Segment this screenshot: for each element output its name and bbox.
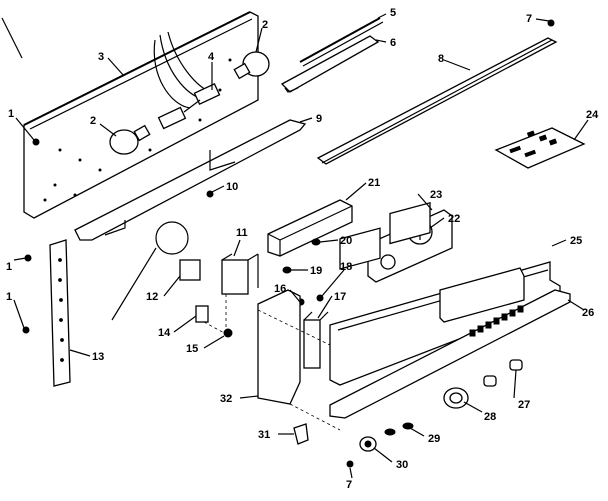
callout-13: 13 bbox=[92, 351, 104, 363]
callout-labels: 1 1 1 2 2 3 4 5 6 7 7 8 9 10 11 12 13 14… bbox=[6, 7, 599, 491]
callout-26: 26 bbox=[582, 307, 594, 319]
callout-17: 17 bbox=[334, 291, 346, 303]
callout-2a: 2 bbox=[90, 115, 96, 127]
callout-9: 9 bbox=[316, 113, 322, 125]
callout-22: 22 bbox=[448, 213, 460, 225]
callout-8: 8 bbox=[438, 53, 444, 65]
part-pushbuttons-27 bbox=[483, 359, 523, 387]
part-coil-wire bbox=[155, 221, 189, 255]
callout-12: 12 bbox=[146, 291, 158, 303]
callout-30: 30 bbox=[396, 459, 408, 471]
callout-6: 6 bbox=[390, 37, 396, 49]
callout-18: 18 bbox=[340, 261, 352, 273]
callout-11: 11 bbox=[236, 227, 248, 239]
part-screw-1a bbox=[32, 138, 40, 146]
callout-28: 28 bbox=[484, 411, 496, 423]
part-screw-1c bbox=[22, 326, 30, 334]
callout-15: 15 bbox=[186, 343, 198, 355]
callout-27: 27 bbox=[518, 399, 530, 411]
assembly-lines bbox=[203, 294, 341, 431]
part-faceplate bbox=[329, 201, 561, 386]
part-screw-18 bbox=[316, 294, 324, 302]
part-side-bracket bbox=[303, 311, 329, 369]
leader-lines bbox=[13, 13, 589, 479]
callout-1a: 1 bbox=[8, 108, 14, 120]
callout-5: 5 bbox=[390, 7, 396, 19]
part-control-rail bbox=[329, 289, 571, 419]
part-buttons-29 bbox=[384, 422, 414, 436]
part-transformer bbox=[179, 259, 201, 281]
part-probe-wire bbox=[111, 247, 157, 321]
corner-mark bbox=[1, 17, 23, 59]
part-side-panel bbox=[257, 289, 301, 405]
part-bulb-lower bbox=[109, 124, 151, 155]
callout-14: 14 bbox=[158, 327, 171, 339]
part-vertical-strip bbox=[49, 239, 71, 387]
part-label-card bbox=[494, 127, 586, 169]
callout-21: 21 bbox=[368, 177, 380, 189]
callout-10: 10 bbox=[226, 181, 238, 193]
part-clip-14 bbox=[195, 305, 209, 323]
part-back-panel bbox=[23, 11, 259, 219]
callout-2b: 2 bbox=[262, 19, 268, 31]
part-control-hood bbox=[267, 199, 353, 257]
part-screw-7b bbox=[346, 460, 354, 468]
part-shelf-bracket bbox=[74, 119, 307, 241]
part-channel bbox=[280, 35, 380, 93]
callout-25: 25 bbox=[570, 235, 582, 247]
part-knob-28 bbox=[443, 387, 469, 409]
callout-3: 3 bbox=[98, 51, 104, 63]
callout-23: 23 bbox=[430, 189, 442, 201]
part-rod bbox=[299, 17, 381, 63]
callout-16: 16 bbox=[274, 283, 286, 295]
part-washer-15 bbox=[223, 328, 233, 338]
part-nut-19 bbox=[282, 266, 292, 274]
part-top-trim bbox=[316, 37, 558, 165]
part-wiring-harness bbox=[153, 31, 221, 130]
callout-4: 4 bbox=[208, 51, 215, 63]
part-knob-30 bbox=[359, 436, 377, 452]
callout-1c: 1 bbox=[6, 291, 12, 303]
part-screw-10 bbox=[206, 190, 214, 198]
callout-29: 29 bbox=[428, 433, 440, 445]
callout-32: 32 bbox=[220, 393, 232, 405]
part-relay-bracket bbox=[221, 253, 259, 295]
part-nut-20 bbox=[311, 238, 321, 246]
callout-19: 19 bbox=[310, 265, 322, 277]
part-screw-7a bbox=[547, 19, 555, 27]
callout-7b: 7 bbox=[346, 479, 352, 491]
callout-24: 24 bbox=[586, 109, 599, 121]
callout-1b: 1 bbox=[6, 261, 12, 273]
part-switch-31 bbox=[293, 423, 309, 445]
callout-31: 31 bbox=[258, 429, 270, 441]
callout-7a: 7 bbox=[526, 13, 532, 25]
callout-20: 20 bbox=[340, 235, 352, 247]
